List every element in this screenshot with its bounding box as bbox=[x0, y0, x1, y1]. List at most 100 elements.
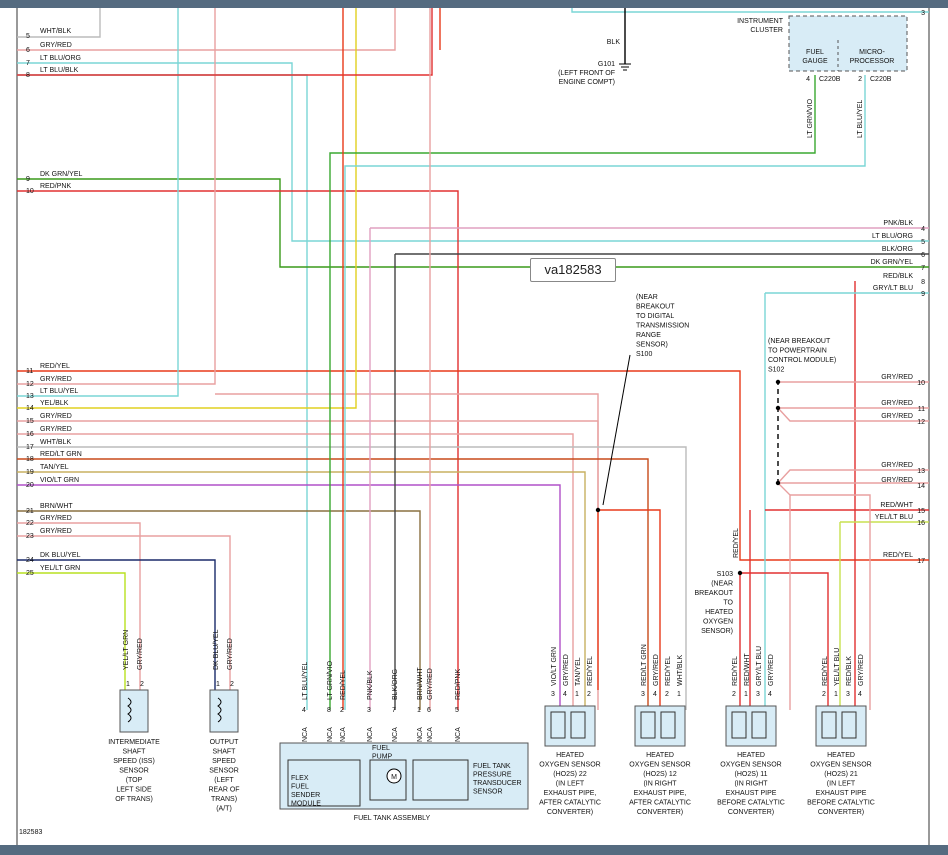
splice-s103-text: S103 bbox=[717, 571, 733, 578]
wire-label: RED/YEL bbox=[822, 656, 829, 686]
wire-label: RED/YEL bbox=[733, 528, 740, 558]
o2-sensor-caption: (IN RIGHT bbox=[734, 781, 768, 788]
splice-s103-text: OXYGEN bbox=[703, 619, 733, 626]
wire-s102-down2 bbox=[790, 494, 871, 710]
pin-number: 6 bbox=[921, 252, 925, 259]
transducer-label: SENSOR bbox=[473, 789, 503, 796]
iss-sensor-coil bbox=[127, 697, 132, 723]
o2-sensor-caption: AFTER CATALYTIC bbox=[629, 800, 691, 807]
fuel-pump-label: PUMP bbox=[372, 754, 393, 761]
iss-sensor-caption: INTERMEDIATE bbox=[108, 739, 160, 746]
wire-label: LT BLU/ORG bbox=[40, 55, 81, 62]
splice-s100-text: TO DIGITAL bbox=[636, 313, 674, 320]
o2-sensor-caption: OXYGEN SENSOR bbox=[720, 762, 781, 769]
nca-label: NCA bbox=[455, 727, 462, 742]
oss-sensor-caption: REAR OF bbox=[208, 787, 239, 794]
wire-label: GRY/RED bbox=[768, 654, 775, 686]
pin-number: 10 bbox=[26, 188, 34, 195]
pin-number: 12 bbox=[26, 381, 34, 388]
pin-number: 1 bbox=[126, 681, 130, 688]
o2-sensor-caption: HEATED bbox=[827, 752, 855, 759]
fuel-gauge-label: GAUGE bbox=[802, 58, 828, 65]
wire-label: RED/BLK bbox=[883, 273, 913, 280]
nca-label: NCA bbox=[302, 727, 309, 742]
wire-label: LT GRN/VIO bbox=[807, 98, 814, 138]
component-layer bbox=[119, 15, 908, 810]
wire-label: YEL/LT GRN bbox=[123, 630, 130, 670]
o2-sensor-caption: HEATED bbox=[556, 752, 584, 759]
o2-sensor-caption: CONVERTER) bbox=[637, 809, 683, 816]
splice-s102-text: CONTROL MODULE) bbox=[768, 357, 836, 364]
iss-sensor-caption: OF TRANS) bbox=[115, 796, 153, 803]
splice-s100-text: RANGE bbox=[636, 332, 661, 339]
pin-number: 2 bbox=[858, 76, 862, 83]
oss-sensor-caption: SHAFT bbox=[213, 749, 237, 756]
wire-label: TAN/YEL bbox=[575, 657, 582, 686]
wire-label: RED/YEL bbox=[665, 656, 672, 686]
oss-sensor-coil bbox=[217, 697, 222, 723]
wire-layer bbox=[17, 8, 929, 710]
o2-sensor-element bbox=[731, 711, 747, 739]
connector-label: C220B bbox=[870, 76, 892, 83]
wire-label: YEL/LT BLU bbox=[834, 648, 841, 686]
wire-s102-12 bbox=[777, 407, 929, 422]
splice-s102-dot bbox=[775, 379, 781, 385]
wire-label: RED/LT GRN bbox=[641, 644, 648, 686]
o2-sensor-caption: (HO2S) 12 bbox=[643, 771, 677, 778]
wire-gry-red-16 bbox=[17, 433, 574, 710]
fuel-gauge-label: FUEL bbox=[806, 49, 824, 56]
wire-label: DK BLU/YEL bbox=[213, 629, 220, 670]
oss-sensor-caption: (A/T) bbox=[216, 806, 232, 813]
fuel-tank-assembly-label: FUEL TANK ASSEMBLY bbox=[354, 815, 431, 822]
wire-lt-blu-org bbox=[17, 62, 929, 242]
pin-number: 2 bbox=[822, 691, 826, 698]
pin-number: 4 bbox=[302, 707, 306, 714]
o2-sensor-caption: AFTER CATALYTIC bbox=[539, 800, 601, 807]
wire-label: GRY/RED bbox=[881, 374, 913, 381]
pin-number: 14 bbox=[917, 483, 925, 490]
wire-label: GRY/RED bbox=[227, 638, 234, 670]
o2-sensor-caption: (HO2S) 11 bbox=[735, 771, 768, 778]
wire-label: RED/BLK bbox=[846, 656, 853, 686]
nca-label: NCA bbox=[367, 727, 374, 742]
pin-number: 1 bbox=[417, 707, 421, 714]
o2-sensor-heater bbox=[570, 711, 586, 739]
wire-label: RED/WHT bbox=[744, 653, 751, 686]
splice-s100-dot bbox=[595, 507, 601, 513]
flex-module-label: FUEL bbox=[291, 784, 309, 791]
nca-label: NCA bbox=[392, 727, 399, 742]
wire-label: BLK/ORG bbox=[882, 246, 913, 253]
wire-label: GRY/RED bbox=[858, 654, 865, 686]
splice-s102-text: (NEAR BREAKOUT bbox=[768, 338, 831, 345]
splice-s103-text: BREAKOUT bbox=[694, 590, 733, 597]
iss-sensor-caption: LEFT SIDE bbox=[116, 787, 152, 794]
splice-s100-text: TRANSMISSION bbox=[636, 323, 689, 330]
o2-sensor-element bbox=[640, 711, 656, 739]
pin-number: 20 bbox=[26, 482, 34, 489]
pin-number: 4 bbox=[921, 226, 925, 233]
wire-gry-red-22 bbox=[17, 522, 141, 690]
wire-label: BLK bbox=[607, 39, 621, 46]
wire-label: GRY/RED bbox=[40, 42, 72, 49]
o2-sensor-body bbox=[544, 705, 596, 747]
pin-number: 2 bbox=[665, 691, 669, 698]
pin-number: 3 bbox=[551, 691, 555, 698]
wire-label: RED/LT GRN bbox=[40, 451, 82, 458]
pin-number: 13 bbox=[26, 393, 34, 400]
wire-label: PNK/BLK bbox=[367, 670, 374, 700]
o2-sensor-caption: OXYGEN SENSOR bbox=[810, 762, 871, 769]
iss-sensor-caption: SENSOR bbox=[119, 768, 149, 775]
pin-number: 17 bbox=[26, 444, 34, 451]
motor-symbol bbox=[386, 768, 402, 784]
pin-number: 1 bbox=[677, 691, 681, 698]
pin-number: 4 bbox=[768, 691, 772, 698]
iss-sensor-body bbox=[119, 689, 149, 733]
pin-number: 19 bbox=[26, 469, 34, 476]
o2-sensor-caption: BEFORE CATALYTIC bbox=[807, 800, 875, 807]
microprocessor-label: PROCESSOR bbox=[850, 58, 895, 65]
o2-sensor-caption: HEATED bbox=[737, 752, 765, 759]
pin-number: 4 bbox=[806, 76, 810, 83]
wire-brn-wht bbox=[17, 510, 421, 710]
o2-sensor-caption: (HO2S) 22 bbox=[553, 771, 587, 778]
